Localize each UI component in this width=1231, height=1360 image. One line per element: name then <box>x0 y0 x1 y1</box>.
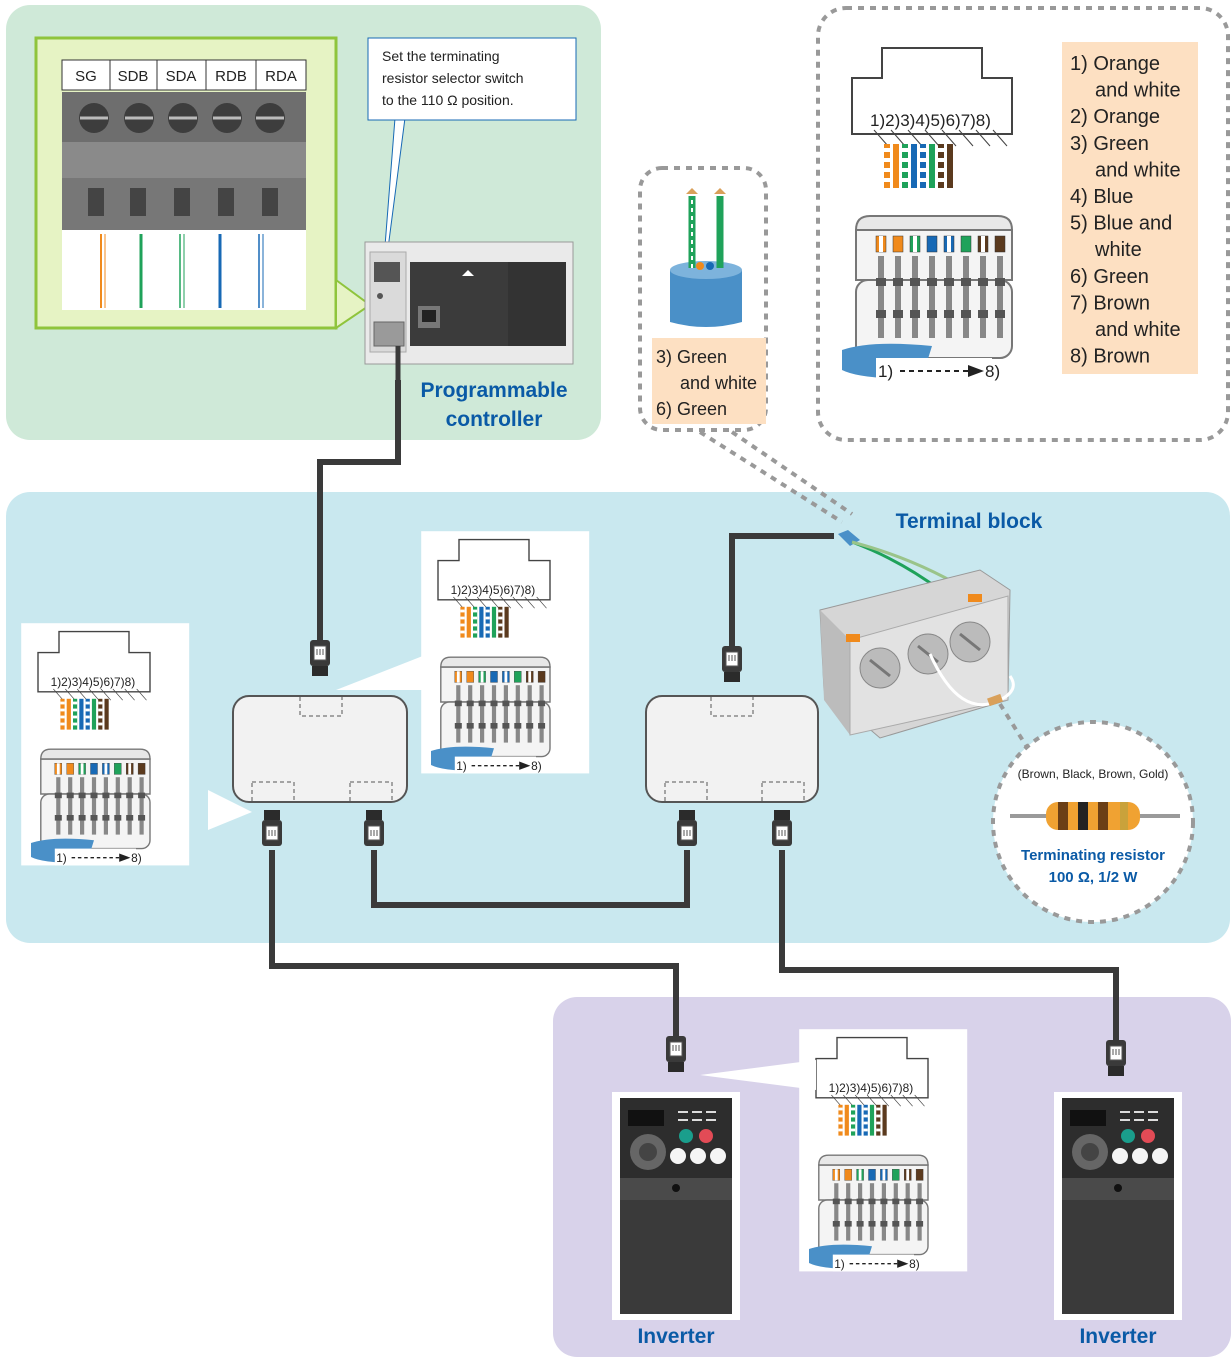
callout-line-1: Set the terminating <box>382 48 500 64</box>
terminal-label-rda: RDA <box>265 68 297 85</box>
pin-arrow-end: 8) <box>985 362 1000 381</box>
hub-right <box>645 695 819 803</box>
cable-detail <box>638 166 854 524</box>
terminal-block <box>819 530 1032 754</box>
rj45-panel-top-right: 1)2)3)4)5)6)7)8) 1) 8) <box>842 47 1014 382</box>
terminating-resistor-detail <box>991 720 1195 924</box>
callout-line-3: to the 110 Ω position. <box>382 92 514 108</box>
pin-legend-entry: 4) Blue <box>1070 186 1133 208</box>
pin-legend-entry: 8) Brown <box>1070 346 1150 368</box>
resistor-label-line-2: 100 Ω, 1/2 W <box>1049 869 1139 886</box>
pin-legend-entry: 2) Orange <box>1070 106 1160 128</box>
callout-line-2: resistor selector switch <box>382 70 524 86</box>
pin-legend-entry: 3) Green <box>1070 133 1149 155</box>
plc-device <box>364 241 574 380</box>
plc-callout: Set the terminating resistor selector sw… <box>367 37 577 311</box>
terminal-label-rdb: RDB <box>215 68 247 85</box>
cable-legend-entry: 3) Green <box>656 347 727 367</box>
cable-legend: 3) Green and white 6) Green <box>656 347 757 419</box>
pin-legend-box <box>1062 42 1198 374</box>
inverter-device-right <box>1054 1092 1182 1320</box>
rj45-panel-inverter: 1)2)3)4)5)6)7)8) 1) 8) <box>799 1029 968 1272</box>
terminal-block-label: Terminal block <box>896 510 1043 533</box>
cable-legend-entry: and white <box>680 373 757 393</box>
pin-arrow-start: 1) <box>456 759 467 773</box>
pin-legend-entry: 1) Orange <box>1070 53 1160 75</box>
cable-legend-entry: 6) Green <box>656 399 727 419</box>
resistor-label-line-1: Terminating resistor <box>1021 847 1165 864</box>
pin-legend-entry: 6) Green <box>1070 266 1149 288</box>
inverter-label-right: Inverter <box>1079 1325 1156 1348</box>
pin-arrow-start: 1) <box>834 1257 845 1271</box>
pin-legend-entry: and white <box>1095 319 1181 341</box>
pin-legend-entry: white <box>1094 239 1142 261</box>
pin-legend-entry: 7) Brown <box>1070 292 1150 314</box>
pin-numbers: 1)2)3)4)5)6)7)8) <box>51 675 136 689</box>
terminal-strip-detail: SG SDB SDA RDB RDA <box>34 36 372 330</box>
hub-left <box>232 695 408 803</box>
pin-legend-entry: and white <box>1095 80 1181 102</box>
pin-arrow-start: 1) <box>878 362 893 381</box>
pin-arrow-end: 8) <box>909 1257 920 1271</box>
rj45-pinout-panels: 1)2)3)4)5)6)7)8) 1) 8) 1)2)3)4)5)6)7)8) 1) 8)… <box>21 47 1014 1272</box>
terminal-label-sg: SG <box>75 68 97 85</box>
terminal-label-sdb: SDB <box>118 68 149 85</box>
resistor-colors: (Brown, Black, Brown, Gold) <box>1018 767 1169 781</box>
pin-legend-entry: 5) Blue and <box>1070 213 1172 235</box>
pin-arrow-end: 8) <box>131 851 142 865</box>
inverter-label-left: Inverter <box>637 1325 714 1348</box>
pin-numbers: 1)2)3)4)5)6)7)8) <box>870 111 991 130</box>
pin-arrow-end: 8) <box>531 759 542 773</box>
rj45-panel-network-left: 1)2)3)4)5)6)7)8) 1) 8) <box>21 623 190 866</box>
plc-label-line-1: Programmable <box>420 379 567 402</box>
pin-numbers: 1)2)3)4)5)6)7)8) <box>829 1081 914 1095</box>
pin-numbers: 1)2)3)4)5)6)7)8) <box>451 583 536 597</box>
inverter-device-left <box>612 1092 740 1320</box>
plc-label-line-2: controller <box>446 408 543 431</box>
pin-legend-entry: and white <box>1095 159 1181 181</box>
network-cables <box>269 380 1119 1042</box>
pin-arrow-start: 1) <box>56 851 67 865</box>
terminal-label-sda: SDA <box>166 68 197 85</box>
pin-legend: 1) Orange and white 2) Orange 3) Green and w… <box>1070 53 1181 368</box>
rj45-panel-hub-left: 1)2)3)4)5)6)7)8) 1) 8) <box>421 531 590 774</box>
terminal-screws <box>79 103 285 133</box>
